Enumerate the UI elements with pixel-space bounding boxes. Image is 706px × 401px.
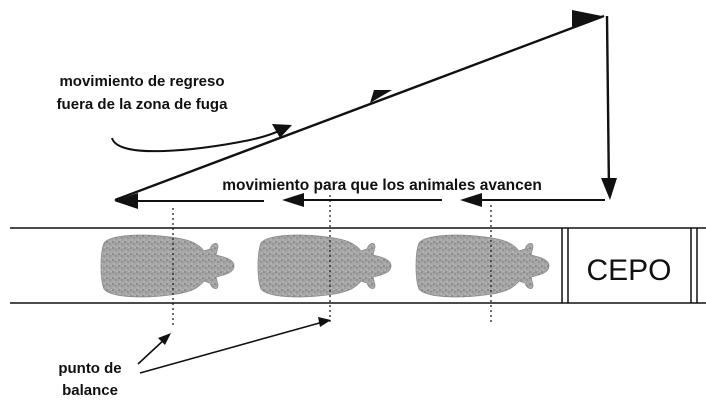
- forward-movement-label: movimiento para que los animales avancen: [222, 177, 542, 194]
- alley: [10, 227, 706, 304]
- return-movement-label-line2: fuera de la zona de fuga: [57, 96, 229, 113]
- return-diagonal: [114, 14, 605, 202]
- return-label-pointer: [111, 127, 285, 153]
- return-vertical: [605, 15, 611, 194]
- return-diagonal-arrowhead-1: [370, 90, 392, 103]
- return-movement-label-line1: movimiento de regreso: [59, 73, 224, 90]
- cepo-label: CEPO: [586, 254, 671, 287]
- balance-point-arrows: [137, 317, 331, 374]
- return-label-pointer-arrowhead: [272, 124, 292, 138]
- cow-top-view-icon: [415, 234, 550, 298]
- return-diagonal-arrowhead-2: [572, 10, 602, 27]
- forward-movement-arrows: [114, 193, 605, 209]
- animal-3: [415, 234, 550, 298]
- animal-1: [100, 234, 235, 298]
- cow-top-view-icon: [257, 234, 392, 298]
- cepo-box: CEPO: [561, 228, 698, 303]
- balance-point-lines: [172, 195, 492, 327]
- return-movement-path: [114, 10, 617, 202]
- forward-arrowhead-2: [282, 193, 304, 207]
- forward-arrowhead-3: [114, 193, 138, 209]
- animal-2: [257, 234, 392, 298]
- forward-arrowhead-1: [460, 193, 482, 207]
- balance-point-label-line1: punto de: [58, 360, 121, 377]
- balance-point-label-line2: balance: [62, 382, 118, 399]
- return-vertical-arrowhead: [601, 178, 617, 200]
- cow-top-view-icon: [100, 234, 235, 298]
